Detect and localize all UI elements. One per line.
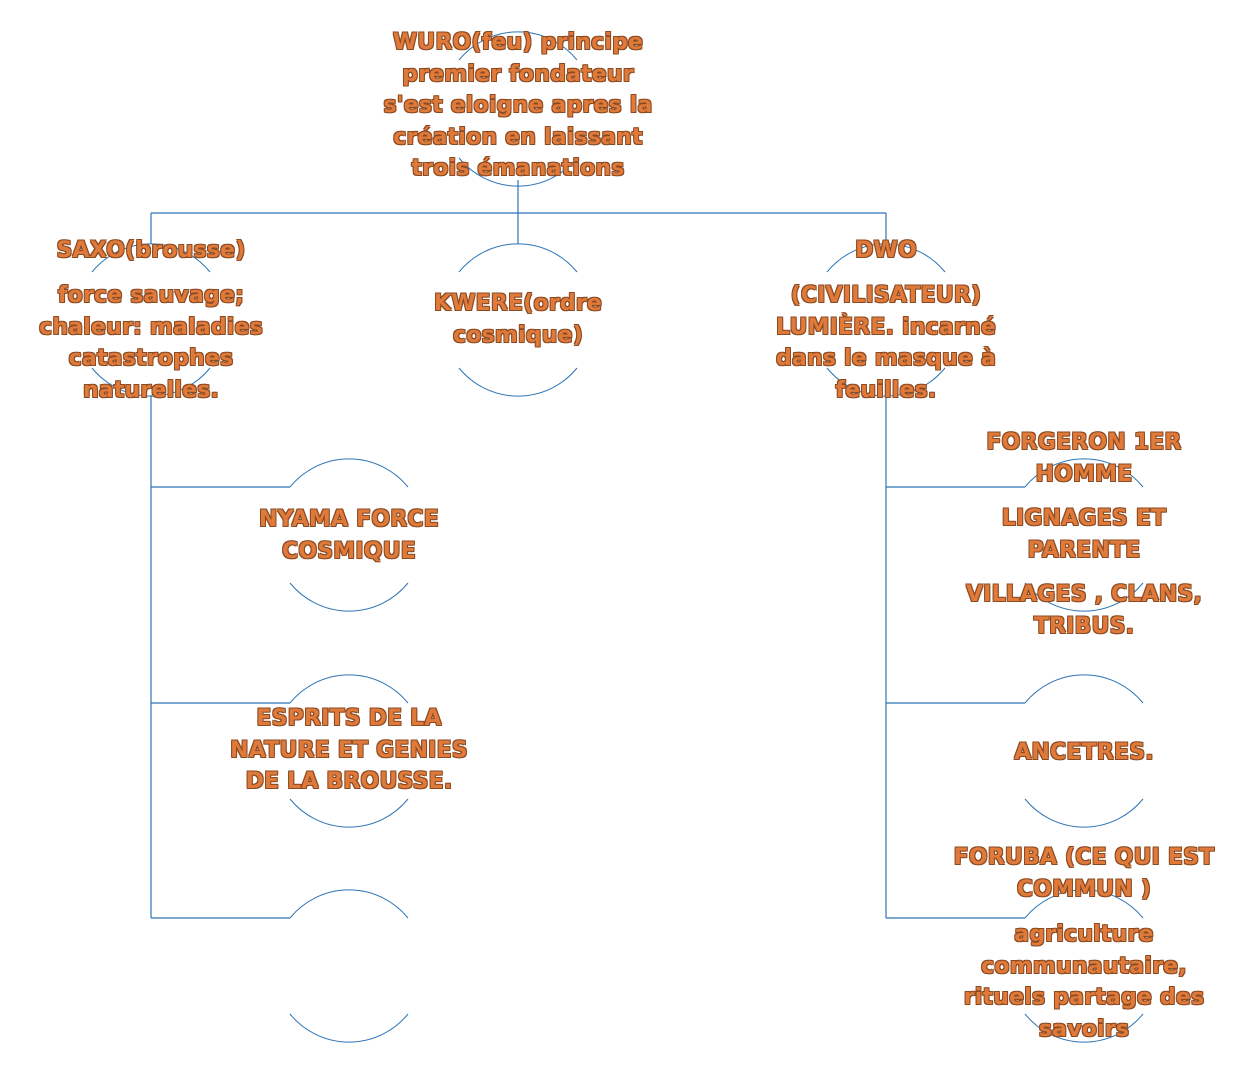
node-villages: VILLAGES , CLANS, TRIBUS. [965,582,1203,639]
node-wuro: WURO(feu) principe premier fondateur s'e… [383,30,653,181]
arc-dwo-bottom [826,367,946,397]
node-lignages: LIGNAGES ET PARENTE [1001,506,1167,563]
node-ancetres: ANCETRES. [1014,740,1154,765]
node-foruba-description: agriculture communautaire, rituels parta… [963,922,1205,1042]
node-saxo-description: force sauvage; chaleur: maladies catastr… [39,283,263,403]
node-dwo-description: (CIVILISATEUR) LUMIÈRE. incarné dans le … [775,283,997,403]
arc-foruba-bottom [1024,1013,1144,1043]
arc-foruba-top [1024,889,1144,919]
arc-nyama-bottom [289,582,409,612]
arc-empty-top [289,889,409,919]
arc-saxo-top [91,243,211,273]
arc-ancetres-bottom [1024,798,1144,828]
arc-wuro-bottom [458,157,578,187]
node-forgeron: FORGERON 1ER HOMME [986,430,1182,487]
node-esprits: ESPRITS DE LA NATURE ET GENIES DE LA BRO… [230,706,468,794]
node-saxo-title: SAXO(brousse) [56,238,246,263]
node-kwere: KWERE(ordre cosmique) [433,291,603,348]
arc-saxo-bottom [91,367,211,397]
arc-dwo-top [826,243,946,273]
arc-kwere-top [458,243,578,273]
arc-esprits-bottom [289,798,409,828]
node-dwo-title: DWO [855,238,917,263]
arc-ancetres-top [1024,674,1144,704]
arc-esprits-top [289,674,409,704]
arc-forgeron-bottom [1024,582,1144,612]
arc-nyama-top [289,458,409,488]
arc-wuro-top [458,31,578,61]
arc-forgeron-top [1024,458,1144,488]
arc-empty-bottom [289,1013,409,1043]
node-foruba-title: FORUBA (CE QUI EST COMMUN ) [953,845,1215,902]
node-nyama: NYAMA FORCE COSMIQUE [259,507,439,564]
arc-kwere-bottom [458,367,578,397]
